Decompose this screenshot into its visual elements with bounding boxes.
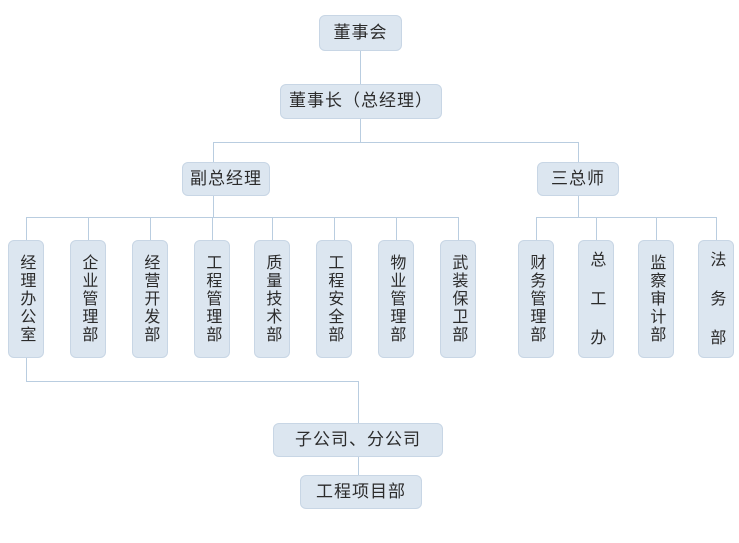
connector-drop-right-4 (716, 217, 717, 240)
connector-drop-left-3 (150, 217, 151, 240)
department-label: 经理办公室 (17, 254, 37, 344)
node-subsidiary-label: 子公司、分公司 (295, 429, 421, 450)
department-label: 武装保卫部 (449, 254, 469, 344)
department-label: 财务管理部 (527, 254, 547, 344)
department-label: 总 工 办 (587, 251, 607, 347)
department-box[interactable]: 企业管理部 (70, 240, 106, 358)
node-chief-engineers[interactable]: 三总师 (537, 162, 619, 196)
node-board-label: 董事会 (333, 22, 388, 43)
node-project-department[interactable]: 工程项目部 (300, 475, 422, 509)
department-box[interactable]: 工程安全部 (316, 240, 352, 358)
connector-level2-bus (213, 142, 578, 143)
department-label: 物业管理部 (387, 254, 407, 344)
department-box[interactable]: 武装保卫部 (440, 240, 476, 358)
department-box[interactable]: 经理办公室 (8, 240, 44, 358)
connector-drop-right-3 (656, 217, 657, 240)
connector-departments-to-subsidiary-run (26, 381, 358, 382)
node-chairman-label: 董事长（总经理） (289, 91, 433, 112)
connector-drop-left-1 (26, 217, 27, 240)
connector-drop-right-2 (596, 217, 597, 240)
connector-left-departments-bus (26, 217, 458, 218)
department-label: 企业管理部 (79, 254, 99, 344)
connector-drop-left-5 (272, 217, 273, 240)
department-box[interactable]: 质量技术部 (254, 240, 290, 358)
department-box[interactable]: 监察审计部 (638, 240, 674, 358)
connector-drop-left-6 (334, 217, 335, 240)
department-label: 经营开发部 (141, 254, 161, 344)
connector-subsidiary-to-project (358, 457, 359, 475)
department-label: 质量技术部 (263, 254, 283, 344)
connector-bus-to-deputy-gm (213, 142, 214, 162)
department-box[interactable]: 物业管理部 (378, 240, 414, 358)
connector-drop-left-8 (458, 217, 459, 240)
node-deputy-gm-label: 副总经理 (190, 168, 262, 189)
connector-bus-to-chief-engineers (578, 142, 579, 162)
node-chairman[interactable]: 董事长（总经理） (280, 84, 442, 119)
department-box[interactable]: 工程管理部 (194, 240, 230, 358)
department-label: 工程安全部 (325, 254, 345, 344)
department-box[interactable]: 经营开发部 (132, 240, 168, 358)
node-project-department-label: 工程项目部 (316, 481, 406, 502)
department-box[interactable]: 法 务 部 (698, 240, 734, 358)
node-chief-engineers-label: 三总师 (551, 168, 605, 189)
department-label: 法 务 部 (707, 251, 727, 347)
node-deputy-gm[interactable]: 副总经理 (182, 162, 270, 196)
connector-chief-engineers-down (578, 196, 579, 217)
node-subsidiary[interactable]: 子公司、分公司 (273, 423, 443, 457)
department-label: 监察审计部 (647, 254, 667, 344)
connector-deputy-gm-down (213, 196, 214, 217)
department-box[interactable]: 总 工 办 (578, 240, 614, 358)
connector-drop-left-4 (212, 217, 213, 240)
department-label: 工程管理部 (203, 254, 223, 344)
connector-drop-right-1 (536, 217, 537, 240)
connector-drop-left-2 (88, 217, 89, 240)
connector-departments-to-subsidiary-stem (26, 358, 27, 381)
connector-chairman-down (360, 119, 361, 142)
connector-board-to-chairman (360, 51, 361, 86)
node-board[interactable]: 董事会 (319, 15, 402, 51)
connector-subsidiary-drop (358, 381, 359, 423)
connector-drop-left-7 (396, 217, 397, 240)
department-box[interactable]: 财务管理部 (518, 240, 554, 358)
connector-right-departments-bus (536, 217, 716, 218)
